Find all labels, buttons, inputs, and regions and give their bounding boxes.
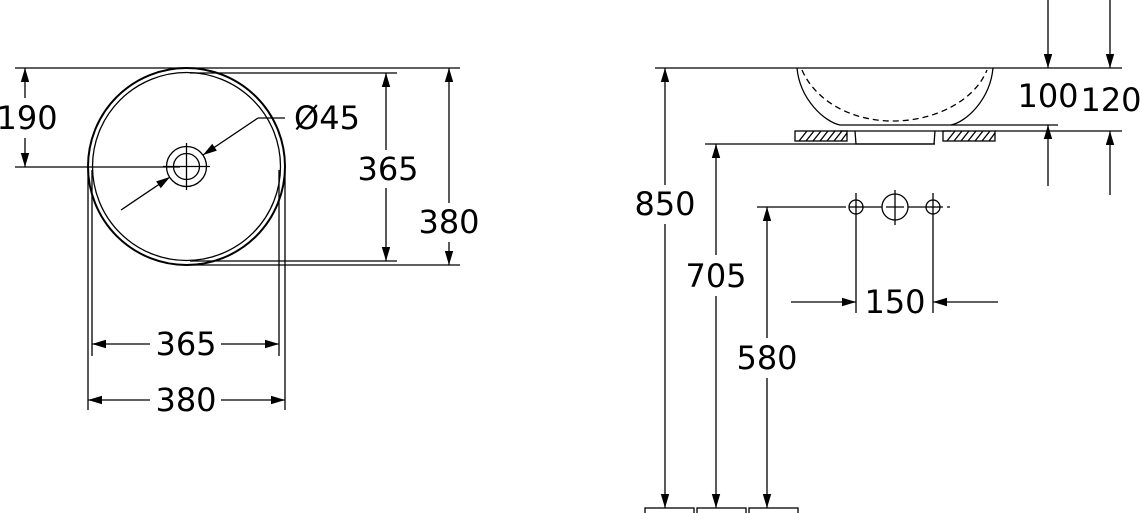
dim-outer-depth: 380 <box>418 203 479 241</box>
dim-total-height: 120 <box>1080 81 1140 119</box>
basin-profile <box>796 67 994 126</box>
tap-hole-center <box>881 190 909 225</box>
dim-tap-spacing: 150 <box>864 283 925 321</box>
floor-line <box>644 507 799 513</box>
drain-body <box>854 130 936 145</box>
dim-outer-width: 380 <box>155 381 216 419</box>
dim-tap-height: 580 <box>736 339 797 377</box>
dim-drain-diameter: Ø45 <box>294 99 360 137</box>
side-view: 100 120 850 705 580 <box>634 0 1140 513</box>
dim-counter-height: 705 <box>685 257 746 295</box>
tap-hole-right <box>925 193 941 313</box>
dim-inner-width: 365 <box>155 325 216 363</box>
dim-rim-height: 850 <box>634 185 695 223</box>
countertop-section-right <box>942 130 996 142</box>
dim-inner-depth: 365 <box>357 150 418 188</box>
countertop-section-left <box>794 130 848 142</box>
tap-hole-left <box>848 193 864 313</box>
top-view: 190 365 380 365 380 Ø45 <box>0 67 480 419</box>
dim-bowl-height: 100 <box>1017 77 1078 115</box>
dim-drain-offset: 190 <box>0 99 58 137</box>
basin-inner-dashed <box>801 69 988 122</box>
